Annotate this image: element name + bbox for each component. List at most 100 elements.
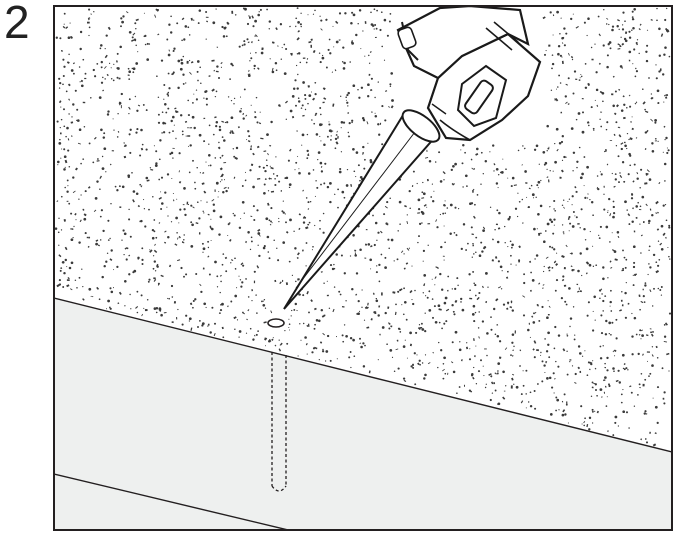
speckle <box>540 179 542 182</box>
speckle <box>565 403 568 406</box>
speckle <box>321 315 325 318</box>
speckle <box>406 214 408 216</box>
speckle <box>548 376 552 380</box>
speckle <box>570 252 573 255</box>
speckle <box>72 176 75 179</box>
speckle <box>319 219 321 222</box>
speckle <box>617 155 620 158</box>
speckle <box>604 295 607 297</box>
speckle <box>306 324 309 328</box>
speckle <box>594 99 596 101</box>
speckle <box>297 52 301 55</box>
speckle <box>640 252 642 254</box>
speckle <box>329 264 333 267</box>
speckle <box>553 224 555 226</box>
speckle <box>380 253 383 256</box>
speckle <box>189 302 193 306</box>
speckle <box>66 61 70 64</box>
speckle <box>523 273 526 276</box>
speckle <box>389 197 391 200</box>
speckle <box>456 277 459 280</box>
speckle <box>93 11 95 13</box>
speckle <box>359 175 363 179</box>
speckle <box>621 66 623 69</box>
speckle <box>424 329 427 333</box>
speckle <box>532 321 536 324</box>
speckle <box>395 303 397 306</box>
speckle <box>307 208 310 210</box>
speckle <box>398 200 402 204</box>
speckle <box>466 342 468 344</box>
speckle <box>561 278 565 282</box>
speckle <box>541 360 544 363</box>
speckle <box>225 270 228 273</box>
speckle <box>585 247 589 251</box>
speckle <box>591 410 594 413</box>
speckle <box>134 22 137 25</box>
speckle <box>497 362 501 365</box>
speckle <box>199 66 201 69</box>
speckle <box>361 117 365 120</box>
speckle <box>332 25 334 27</box>
speckle <box>242 112 245 116</box>
speckle <box>483 375 485 377</box>
speckle <box>601 293 603 295</box>
speckle <box>514 207 518 210</box>
speckle <box>154 243 156 246</box>
speckle <box>145 109 148 112</box>
speckle <box>641 334 644 337</box>
speckle <box>107 239 110 241</box>
speckle <box>309 200 312 203</box>
speckle <box>613 112 617 116</box>
speckle <box>506 301 510 304</box>
speckle <box>468 273 471 276</box>
speckle <box>302 57 306 59</box>
speckle <box>132 67 136 71</box>
speckle <box>73 225 75 228</box>
speckle <box>522 145 524 147</box>
speckle <box>495 167 499 171</box>
speckle <box>428 290 431 293</box>
speckle <box>246 38 249 41</box>
speckle <box>654 137 657 140</box>
speckle <box>566 334 569 337</box>
speckle <box>406 247 410 251</box>
speckle <box>403 287 405 290</box>
speckle <box>128 30 132 34</box>
speckle <box>199 172 201 174</box>
speckle <box>586 314 589 317</box>
speckle <box>591 408 594 411</box>
speckle <box>302 216 306 219</box>
speckle <box>437 366 439 369</box>
speckle <box>182 204 185 206</box>
speckle <box>258 122 262 125</box>
speckle <box>215 70 219 73</box>
speckle <box>635 273 637 275</box>
speckle <box>320 170 324 173</box>
speckle <box>640 438 643 441</box>
speckle <box>285 231 289 234</box>
speckle <box>169 31 173 34</box>
speckle <box>226 21 230 26</box>
speckle <box>598 62 601 65</box>
speckle <box>178 152 181 155</box>
speckle <box>285 47 288 51</box>
speckle <box>400 288 403 291</box>
speckle <box>344 12 347 15</box>
speckle <box>554 142 556 145</box>
speckle <box>233 176 236 179</box>
speckle <box>337 136 339 139</box>
speckle <box>236 319 239 321</box>
speckle <box>594 383 597 386</box>
speckle <box>291 309 293 312</box>
speckle <box>288 326 290 329</box>
speckle <box>565 83 569 86</box>
speckle <box>470 390 473 393</box>
speckle <box>552 232 555 235</box>
speckle <box>485 383 487 385</box>
speckle <box>109 237 111 240</box>
speckle <box>136 290 139 293</box>
speckle <box>398 328 401 331</box>
speckle <box>561 36 564 40</box>
speckle <box>339 167 342 171</box>
